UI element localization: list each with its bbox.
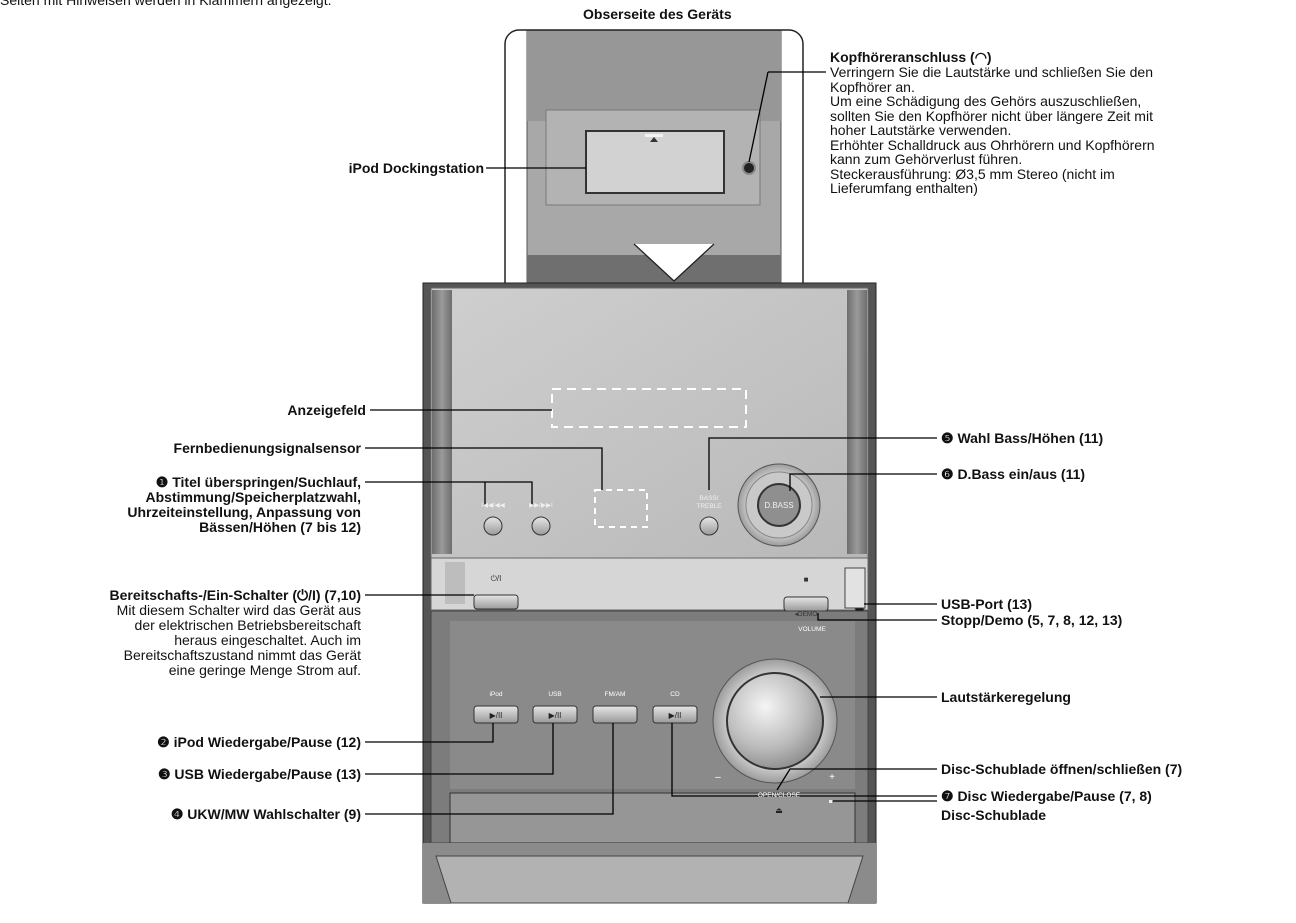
label-bass-treble: ❺ Wahl Bass/Höhen (11) [941,430,1104,446]
label-volume: Lautstärkeregelung [941,689,1071,705]
skip-line: Uhrzeiteinstellung, Anpassung von [127,504,361,520]
label-dock: iPod Dockingstation [348,160,484,176]
label-tray: Disc-Schublade [941,807,1047,823]
headphone-line: sollten Sie den Kopfhörer nicht über län… [830,107,1153,124]
open-close-device-label: OPEN/CLOSE [758,792,801,799]
leader-lines [365,71,937,815]
headphone-title: Kopfhöreranschluss (◠) [830,49,992,65]
label-display: Anzeigefeld [287,402,366,418]
headphone-line: Lieferumfang enthalten) [830,180,978,196]
skip-line: Bässen/Höhen (7 bis 12) [199,519,361,535]
standby-line: Bereitschaftszustand nimmt das Gerät [123,647,361,663]
label-dbass: ❻ D.Bass ein/aus (11) [941,466,1086,482]
label-open-close: Disc-Schublade öffnen/schließen (7) [941,761,1183,777]
ipod-device-label: iPod [489,691,502,698]
label-stop-demo: Stopp/Demo (5, 7, 8, 12, 13) [941,612,1123,628]
remote-sensor [594,489,648,528]
label-ipod-play: ❷ iPod Wiedergabe/Pause (12) [157,734,361,750]
headphone-line: Um eine Schädigung des Gehörs auszuschli… [830,93,1142,109]
dbass-button-label: D.BASS [764,501,793,510]
cd-device-label: CD [670,691,680,698]
eject-icon: ⏏ [775,806,783,815]
label-sensor: Fernbedienungsignalsensor [173,440,361,456]
headphone-description: Verringern Sie die Lautstärke und schlie… [830,65,1155,196]
stop-symbol-label: ■ [804,575,809,584]
skip-line: ❶ Titel überspringen/Suchlauf, [155,474,361,490]
volume-device-label: VOLUME [798,626,826,633]
usb-play-symbol: ▶/II [549,711,562,720]
top-view [504,29,804,321]
standby-line: der elektrischen Betriebsbereitschaft [134,617,361,633]
headphone-line: Verringern Sie die Lautstärke und schlie… [830,64,1153,80]
standby-line: Mit diesem Schalter wird das Gerät aus [116,602,361,618]
skip-prev-label: I◀◀/◀◀ [481,502,506,509]
headphone-line: Kopfhörer an. [830,78,915,95]
label-skip: ❶ Titel überspringen/Suchlauf, Abstimmun… [127,475,361,535]
headphone-line: Erhöhter Schalldruck aus Ohrhörern und K… [830,136,1155,153]
standby-line: heraus eingeschaltet. Auch im [174,632,361,648]
volume-minus: – [715,772,721,783]
headphone-line: hoher Lautstärke verwenden. [830,122,1012,138]
skip-next-label: ▶▶/▶▶I [529,502,553,509]
top-view-title: Obserseite des Geräts [583,6,732,22]
label-cd-play: ❼ Disc Wiedergabe/Pause (7, 8) [941,788,1152,804]
ipod-play-symbol: ▶/II [490,711,503,720]
usb-device-label: USB [548,691,561,698]
headphone-line: Steckerausführung: Ø3,5 mm Stereo (nicht… [830,165,1115,182]
intro-text: Seiten mit Hinweisen werden in Klammern … [0,0,332,8]
power-symbol-label: ⏻/I [491,574,502,583]
headphone-jack-icon [742,161,756,175]
label-usb-play: ❸ USB Wiedergabe/Pause (13) [157,766,361,782]
main-unit [422,282,877,904]
label-standby: Bereitschafts-/Ein-Schalter (⏻/I) (7,10) [109,587,361,603]
standby-line: eine geringe Menge Strom auf. [168,662,361,678]
standby-description: Mit diesem Schalter wird das Gerät aus d… [117,603,361,678]
bass-label-1: BASS/ [699,495,718,502]
label-fmam: ❹ UKW/MW Wahlschalter (9) [170,806,361,822]
display-panel [551,388,747,428]
headphone-line: kann zum Gehörverlust führen. [830,151,1023,167]
volume-knob[interactable] [726,672,824,770]
cd-play-symbol: ▶/II [669,711,682,720]
volume-plus: + [829,772,835,783]
label-usb-port: USB-Port (13) [941,596,1033,612]
bass-label-2: TREBLE [696,503,722,510]
demo-label: ◂DEMO [795,611,818,618]
skip-line: Abstimmung/Speicherplatzwahl, [145,489,361,505]
fmam-device-label: FM/AM [605,691,626,698]
